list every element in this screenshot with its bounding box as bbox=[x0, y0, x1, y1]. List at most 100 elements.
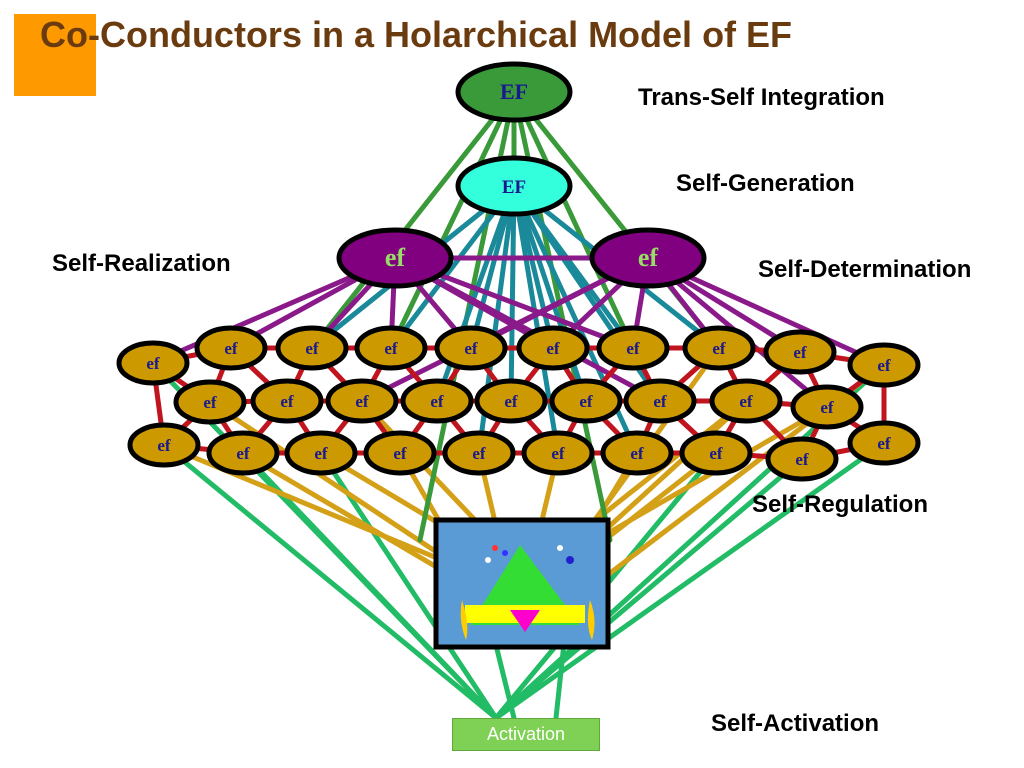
ef-grid-node: ef bbox=[765, 436, 839, 482]
ef-grid-node-label: ef bbox=[653, 392, 667, 411]
determination-link bbox=[359, 255, 651, 404]
ef-grid-node-label: ef bbox=[709, 444, 723, 463]
ef-trans-self-node-label: EF bbox=[500, 79, 528, 104]
ef-grid-node-label: ef bbox=[430, 392, 444, 411]
ef-grid-node-shape bbox=[206, 430, 280, 476]
label-self-generation: Self-Generation bbox=[676, 170, 855, 197]
activation-label: Activation bbox=[486, 724, 566, 744]
ef-grid-node: ef bbox=[847, 420, 921, 466]
ef-grid-node-label: ef bbox=[793, 343, 807, 362]
ef-grid-node-shape bbox=[400, 378, 474, 424]
ef-grid-node-shape bbox=[363, 430, 437, 476]
ef-grid-node-shape bbox=[474, 378, 548, 424]
ef-grid-node-label: ef bbox=[472, 444, 486, 463]
ef-grid-node: ef bbox=[325, 378, 399, 424]
ef-grid-node-label: ef bbox=[146, 354, 160, 373]
ef-grid-node: ef bbox=[116, 340, 190, 386]
ef-grid-node-shape bbox=[763, 329, 837, 375]
ef-grid-node-label: ef bbox=[579, 392, 593, 411]
accent-square bbox=[14, 14, 96, 96]
activation-box: Activation bbox=[452, 718, 600, 751]
ef-grid-node-shape bbox=[127, 422, 201, 468]
ef-grid-node: ef bbox=[354, 325, 428, 371]
ef-grid-node: ef bbox=[474, 378, 548, 424]
ef-grid-node: ef bbox=[284, 430, 358, 476]
label-trans-self-integration: Trans-Self Integration bbox=[638, 84, 885, 111]
ef-grid-node-shape bbox=[354, 325, 428, 371]
ef-grid-node-shape bbox=[596, 325, 670, 371]
ef-grid-node: ef bbox=[434, 325, 508, 371]
ef-determination-node bbox=[589, 227, 707, 289]
ef-grid-node-label: ef bbox=[739, 392, 753, 411]
label-self-activation: Self-Activation bbox=[711, 710, 880, 737]
ef-grid-node: ef bbox=[763, 329, 837, 375]
ef-grid-node-shape bbox=[194, 325, 268, 371]
generation-link bbox=[511, 183, 561, 456]
top-nodes: EF EF ef ef bbox=[336, 61, 707, 289]
ef-grid-node-shape bbox=[847, 342, 921, 388]
ef-grid-node: ef bbox=[400, 378, 474, 424]
ef-realization-node bbox=[336, 227, 454, 289]
ef-grid-node-label: ef bbox=[355, 392, 369, 411]
ef-grid-node-label: ef bbox=[546, 339, 560, 358]
ef-grid-node-label: ef bbox=[224, 339, 238, 358]
integration-link bbox=[388, 89, 517, 351]
ef-grid-node: ef bbox=[206, 430, 280, 476]
ef-grid-node-label: ef bbox=[314, 444, 328, 463]
ef-grid-node-label: ef bbox=[551, 444, 565, 463]
ef-generation-node bbox=[455, 155, 573, 217]
ef-grid-node: ef bbox=[442, 430, 516, 476]
ef-grid-node: ef bbox=[521, 430, 595, 476]
ef-grid-node-shape bbox=[325, 378, 399, 424]
ef-grid-node: ef bbox=[194, 325, 268, 371]
ef-grid-node: ef bbox=[549, 378, 623, 424]
ef-grid-node: ef bbox=[275, 325, 349, 371]
brain-image bbox=[433, 517, 611, 650]
ef-realization-node-label: ef bbox=[385, 243, 406, 272]
ef-grid-node-label: ef bbox=[820, 398, 834, 417]
ef-grid-node: ef bbox=[679, 430, 753, 476]
ef-grid-node-shape bbox=[549, 378, 623, 424]
ef-generation-node-label: EF bbox=[502, 177, 526, 198]
ef-grid-node-label: ef bbox=[464, 339, 478, 358]
ef-grid-node-shape bbox=[790, 384, 864, 430]
ef-grid-node: ef bbox=[682, 325, 756, 371]
ef-grid-node: ef bbox=[790, 384, 864, 430]
ef-grid-node: ef bbox=[623, 378, 697, 424]
ef-grid-node-label: ef bbox=[157, 436, 171, 455]
ef-grid-node: ef bbox=[596, 325, 670, 371]
integration-link bbox=[309, 89, 517, 351]
label-self-regulation: Self-Regulation bbox=[752, 491, 929, 518]
activation-link bbox=[161, 442, 499, 721]
ef-grid-node: ef bbox=[250, 378, 324, 424]
ef-grid-node-shape bbox=[284, 430, 358, 476]
integration-link bbox=[511, 89, 636, 351]
ef-grid-node-shape bbox=[250, 378, 324, 424]
ef-grid-node-label: ef bbox=[393, 444, 407, 463]
ef-grid-node-label: ef bbox=[630, 444, 644, 463]
ef-grid-node: ef bbox=[516, 325, 590, 371]
ef-grid-node: ef bbox=[363, 430, 437, 476]
ef-grid-node-label: ef bbox=[305, 339, 319, 358]
realization-link bbox=[392, 255, 663, 404]
ef-grid-node-shape bbox=[679, 430, 753, 476]
ef-grid-node-shape bbox=[275, 325, 349, 371]
ef-grid-node-shape bbox=[116, 340, 190, 386]
ef-grid-node-shape bbox=[847, 420, 921, 466]
ef-grid-node: ef bbox=[709, 378, 783, 424]
generation-link bbox=[508, 183, 517, 404]
ef-grid-node-label: ef bbox=[280, 392, 294, 411]
slide-title: Co-Conductors in a Holarchical Model of … bbox=[40, 14, 793, 55]
ef-grid-node-label: ef bbox=[203, 393, 217, 412]
ef-determination-node-label: ef bbox=[638, 243, 659, 272]
ef-grid-node-shape bbox=[173, 379, 247, 425]
ef-grid-node-shape bbox=[521, 430, 595, 476]
ef-grid-node-shape bbox=[516, 325, 590, 371]
ef-grid-node-label: ef bbox=[877, 356, 891, 375]
ef-grid-node-shape bbox=[442, 430, 516, 476]
ef-grid-node-shape bbox=[434, 325, 508, 371]
ef-grid-node-shape bbox=[765, 436, 839, 482]
